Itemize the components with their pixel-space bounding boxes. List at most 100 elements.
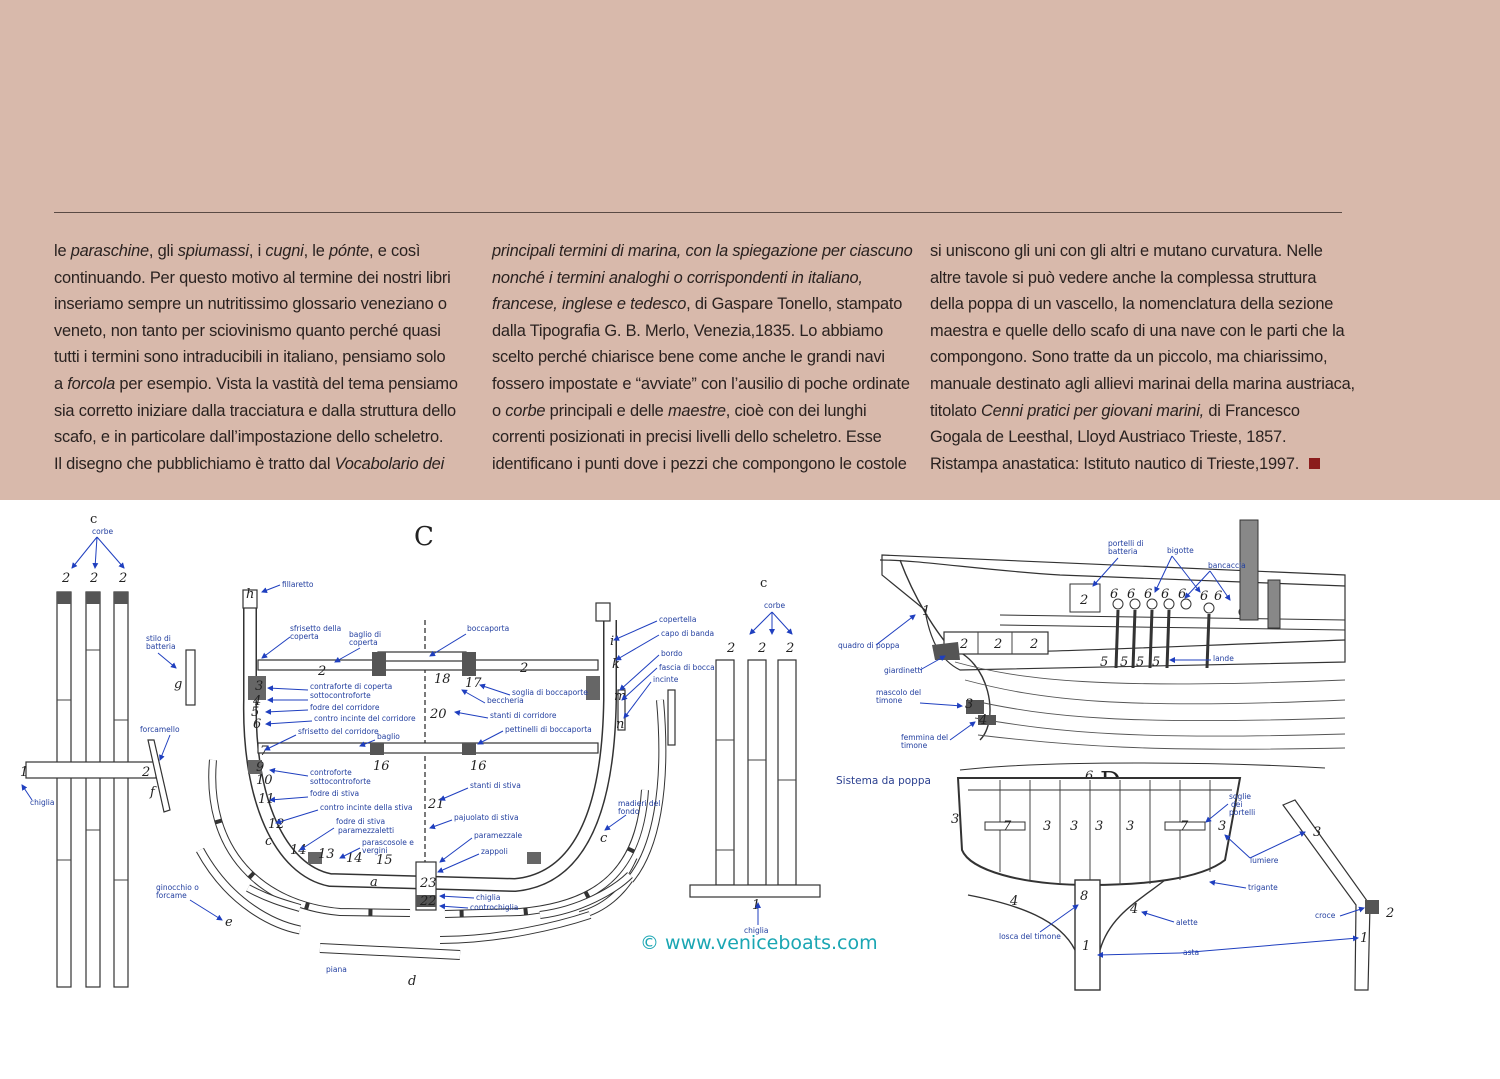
svg-text:6: 6	[1178, 587, 1186, 602]
svg-text:6: 6	[1110, 587, 1118, 602]
text-line: fossero impostate e “avviate” con l’ausi…	[492, 371, 910, 398]
svg-text:alette: alette	[1176, 918, 1198, 927]
svg-text:sottocontroforte: sottocontroforte	[310, 691, 371, 700]
svg-text:fodre di stiva: fodre di stiva	[336, 817, 385, 826]
text-line: inseriamo sempre un nutritissimo glossar…	[54, 291, 454, 318]
svg-text:3: 3	[951, 812, 959, 827]
svg-text:quadro di poppa: quadro di poppa	[838, 641, 899, 650]
svg-text:5: 5	[1120, 655, 1128, 670]
svg-text:7: 7	[1003, 819, 1012, 834]
text-run: , gli	[148, 242, 178, 260]
text-line: a forcola per esempio. Vista la vastità …	[54, 371, 458, 398]
svg-text:controforte: controforte	[310, 768, 352, 777]
svg-text:16: 16	[373, 759, 390, 774]
svg-text:3: 3	[1218, 819, 1226, 834]
svg-text:c: c	[265, 834, 273, 849]
svg-text:giardinetti: giardinetti	[884, 666, 923, 675]
text-run: scelto perché chiarisce bene come anche …	[492, 348, 885, 367]
text-line: Ristampa anastatica: Istituto nautico di…	[930, 451, 1330, 478]
svg-text:5: 5	[1152, 655, 1160, 670]
svg-text:controchiglia: controchiglia	[470, 903, 518, 912]
svg-text:3: 3	[1070, 819, 1078, 834]
svg-text:2: 2	[61, 571, 70, 586]
svg-text:2: 2	[785, 641, 794, 656]
article-text-band	[0, 0, 1500, 500]
text-run: dalla Tipografia G. B. Merlo, Venezia,18…	[492, 321, 884, 340]
svg-text:2: 2	[317, 664, 326, 679]
text-run: maestre	[667, 401, 726, 420]
text-line: Il disegno che pubblichiamo è tratto dal…	[54, 451, 454, 478]
svg-text:c: c	[600, 831, 608, 846]
svg-text:sottocontroforte: sottocontroforte	[310, 777, 371, 786]
svg-text:3: 3	[1043, 819, 1051, 834]
text-run: altre tavole si può vedere anche la comp…	[930, 268, 1317, 287]
text-run: corbe	[505, 401, 546, 420]
text-line: compongono. Sono tratte da un piccolo, m…	[930, 344, 1330, 371]
text-line: sia corretto iniziare dalla tracciatura …	[54, 398, 456, 425]
svg-text:2: 2	[1029, 637, 1038, 652]
svg-text:lande: lande	[1213, 654, 1234, 663]
svg-text:6: 6	[1214, 589, 1222, 604]
svg-text:14: 14	[290, 843, 307, 858]
text-line: veneto, non tanto per sciovinismo quanto…	[54, 318, 454, 345]
text-run: correnti posizionati in precisi livelli …	[492, 428, 882, 447]
text-run: francese, inglese e tedesco	[492, 295, 687, 314]
svg-text:6: 6	[1200, 589, 1208, 604]
text-line: manuale destinato agli allievi marinai d…	[930, 371, 1355, 398]
svg-text:f: f	[149, 785, 157, 800]
label-corbe: corbe	[92, 527, 114, 536]
text-run: principali e delle	[545, 401, 668, 420]
svg-text:stanti di stiva: stanti di stiva	[470, 781, 521, 790]
svg-text:2: 2	[1385, 906, 1394, 921]
svg-text:1: 1	[1360, 931, 1368, 946]
svg-text:g: g	[174, 677, 182, 692]
text-run: , le	[303, 242, 329, 260]
label-forcamello: forcamello	[140, 725, 180, 734]
svg-text:k: k	[612, 657, 620, 672]
svg-text:4: 4	[978, 713, 987, 728]
text-line: identificano i punti dove i pezzi che co…	[492, 451, 907, 478]
text-run: spiumassi	[177, 242, 249, 260]
svg-text:4: 4	[1009, 894, 1018, 909]
svg-text:2: 2	[959, 637, 968, 652]
svg-text:bordo: bordo	[661, 649, 683, 658]
text-line: scelto perché chiarisce bene come anche …	[492, 344, 892, 371]
svg-text:losca del timone: losca del timone	[999, 932, 1061, 941]
svg-text:3: 3	[1126, 819, 1134, 834]
svg-text:3: 3	[965, 697, 973, 712]
svg-text:lumiere: lumiere	[1250, 856, 1279, 865]
text-run: scafo, e in particolare dall’impostazion…	[54, 428, 444, 447]
text-run: sia corretto iniziare dalla tracciatura …	[54, 401, 456, 420]
svg-text:i: i	[610, 634, 614, 649]
svg-text:13: 13	[318, 847, 335, 862]
svg-text:5: 5	[251, 705, 259, 720]
text-line: dalla Tipografia G. B. Merlo, Venezia,18…	[492, 318, 892, 345]
text-line: altre tavole si può vedere anche la comp…	[930, 265, 1330, 292]
text-run: titolato	[930, 401, 982, 420]
svg-text:10: 10	[256, 773, 273, 788]
svg-text:sfrisetto del corridore: sfrisetto del corridore	[298, 727, 379, 736]
svg-text:e: e	[225, 915, 233, 930]
svg-text:soglia di boccaporte: soglia di boccaporte	[512, 688, 588, 697]
svg-text:stanti di corridore: stanti di corridore	[490, 711, 557, 720]
svg-text:6: 6	[253, 717, 261, 732]
svg-text:croce: croce	[1315, 911, 1336, 920]
label-chiglia: chiglia	[30, 798, 55, 807]
letter-c-right: c	[760, 576, 767, 591]
text-run: Gogala de Leesthal, Lloyd Austriaco Trie…	[930, 428, 1287, 447]
text-column-3: si uniscono gli uni con gli altri e muta…	[930, 238, 1355, 478]
text-line: tutti i termini sono intraducibili in it…	[54, 344, 454, 371]
text-line: o corbe principali e delle maestre, cioè…	[492, 398, 892, 425]
text-run: manuale destinato agli allievi marinai d…	[930, 374, 1355, 393]
svg-text:14: 14	[346, 851, 363, 866]
svg-text:6: 6	[1144, 587, 1152, 602]
text-run: o	[492, 401, 506, 420]
svg-text:18: 18	[434, 672, 451, 687]
text-run: Vocabolario dei	[334, 454, 445, 473]
text-line: le paraschine, gli spiumassi, i cugni, l…	[54, 238, 454, 265]
svg-text:2: 2	[757, 641, 766, 656]
